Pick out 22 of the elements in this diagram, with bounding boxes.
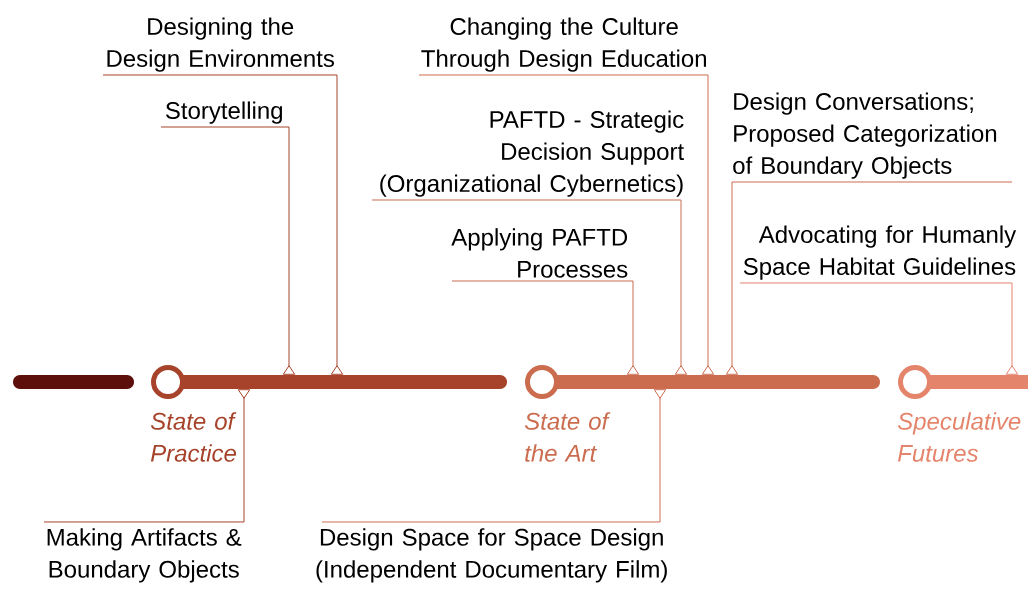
topic-text: Storytelling [165,101,282,124]
leader-line [451,280,640,375]
leader-line [418,74,715,375]
stage-label: State of Practice [150,412,237,462]
leader-line [371,199,688,375]
topic-text: Changing the Culture Through Design Education [421,17,706,72]
topic-text: Design Space for Space Design (Independent Documentary Film) [316,528,667,583]
stage-label: Speculative Futures [897,412,1021,462]
leader-line [739,282,1019,375]
stage-label: State of the Art [524,412,611,462]
topic-text: PAFTD - Strategic Decision Support (Organizational Cybernetics) [380,110,684,197]
timeline-bar [13,375,134,389]
topic-text: Design Conversations; Proposed Categorization of Boundary Objects [733,92,997,179]
leader-line [102,74,344,375]
leader-line [43,389,251,523]
topic-text: Applying PAFTD Processes [451,228,628,278]
leader-line [321,389,667,523]
topic-text: Making Artifacts & Boundary Objects [47,528,242,583]
leader-line [160,126,296,375]
topic-text: Designing the Design Environments [107,17,334,72]
leader-line [725,181,1013,375]
topic-text: Advocating for Humanly Space Habitat Guidelines [743,225,1017,280]
